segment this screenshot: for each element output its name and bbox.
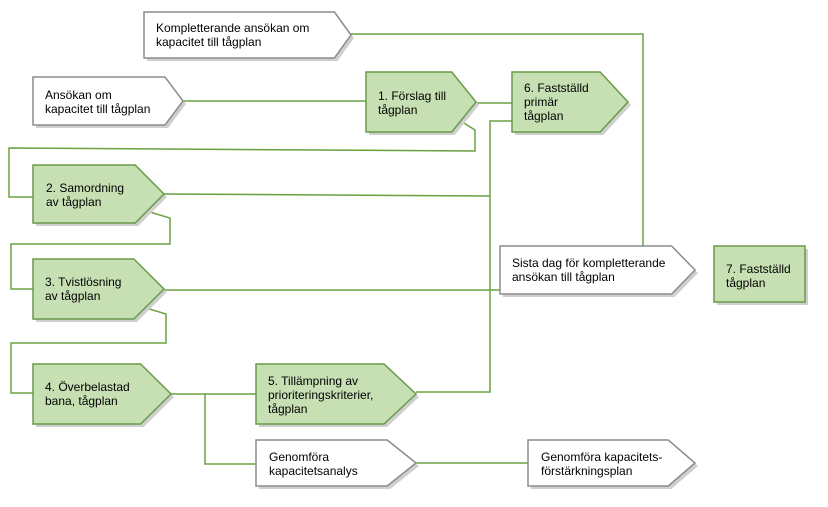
node-label-line: tågplan: [268, 402, 308, 416]
node-shape-kompletterande_ansokan: [143, 11, 352, 59]
connectors: [8, 33, 644, 465]
node-label-forstarkningsplan: Genomföra kapacitets-förstärkningsplan: [541, 450, 662, 478]
node-label-line: 6. Fastställd: [524, 81, 589, 95]
node-shape-tillampning: [255, 363, 418, 425]
node-label-line: bana, tågplan: [45, 394, 118, 408]
node-shape-forstarkningsplan: [527, 439, 697, 487]
node-label-line: tågplan: [726, 276, 766, 290]
node-shape-forslag: [365, 71, 477, 133]
connector-line-7: [10, 209, 171, 290]
node-label-line: 5. Tillämpning av: [268, 374, 359, 388]
node-shape-kapacitetsanalys: [255, 439, 418, 487]
node-label-line: 3. Tvistlösning: [45, 275, 122, 289]
node-label-line: 7. Fastställd: [726, 262, 791, 276]
node-label-line: Genomföra: [269, 450, 330, 464]
node-shape-sista_dag: [499, 245, 697, 295]
connector-line-5: [163, 193, 491, 197]
node-label-line: Genomföra kapacitets-: [541, 450, 663, 464]
node-label-line: 4. Överbelastad: [45, 380, 130, 394]
connector-line-6: [416, 120, 512, 393]
node-shape-overbelastad: [32, 363, 173, 425]
node-label-line: kapacitetsanalys: [269, 464, 358, 478]
node-shape-faststalld: [713, 245, 806, 303]
node-label-line: tågplan: [378, 103, 418, 117]
node-shape-tvistlosning: [32, 258, 166, 320]
connector-line-9: [10, 306, 167, 394]
node-label-line: av tågplan: [45, 289, 101, 303]
node-label-line: av tågplan: [46, 195, 102, 209]
node-shape-ansokan: [32, 76, 184, 126]
node-label-line: 2. Samordning: [46, 181, 125, 195]
node-shape-faststalld_primar: [511, 71, 630, 133]
connector-line-11: [204, 394, 256, 465]
node-label-line: Sista dag för kompletterande: [512, 256, 666, 270]
node-label-line: Ansökan om: [45, 88, 112, 102]
node-label-line: kapacitet till tågplan: [45, 102, 151, 116]
node-label-line: prioriteringskriterier,: [268, 388, 374, 402]
node-label-line: ansökan till tågplan: [512, 270, 615, 284]
node-label-line: 1. Förslag till: [378, 89, 447, 103]
node-label-line: Kompletterande ansökan om: [156, 21, 310, 35]
connector-line-1: [351, 33, 644, 246]
connector-line-4: [8, 117, 476, 198]
node-label-line: tågplan: [524, 109, 564, 123]
node-shape-samordning: [32, 164, 166, 224]
shapes: [32, 11, 808, 489]
node-label-line: primär: [524, 95, 559, 109]
node-label-line: kapacitet till tågplan: [156, 35, 262, 49]
node-label-line: förstärkningsplan: [541, 464, 633, 478]
